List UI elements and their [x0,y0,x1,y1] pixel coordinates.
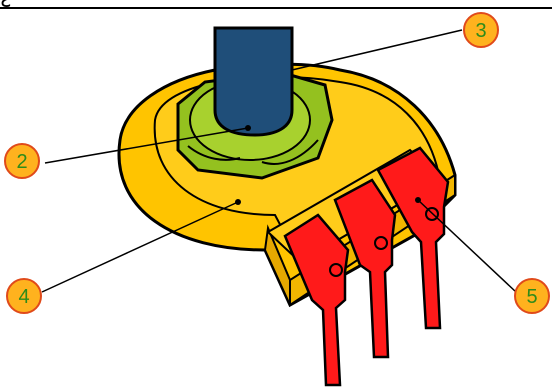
callout-2-label: 2 [16,151,27,173]
leader-line-3 [291,29,463,71]
leader-line-5 [417,199,517,293]
shaft [213,26,294,137]
top-divider [0,7,552,9]
leader-line-2 [44,127,249,164]
leader-line-4 [41,201,239,293]
terminal-1 [283,213,350,387]
top-rule: ع [0,0,552,10]
callout-5-label: 5 [526,286,537,308]
leader-dot-2 [245,125,251,131]
leader-dot-4 [235,199,241,205]
callout-4: 4 [6,278,42,314]
terminal-2 [333,178,397,359]
callout-4-label: 4 [18,286,29,308]
header-glyph: ع [1,0,10,6]
callout-3-label: 3 [475,20,486,42]
leader-dot-5 [415,197,421,203]
callout-5: 5 [514,278,550,314]
callout-2: 2 [4,143,40,179]
callout-3: 3 [463,12,499,48]
